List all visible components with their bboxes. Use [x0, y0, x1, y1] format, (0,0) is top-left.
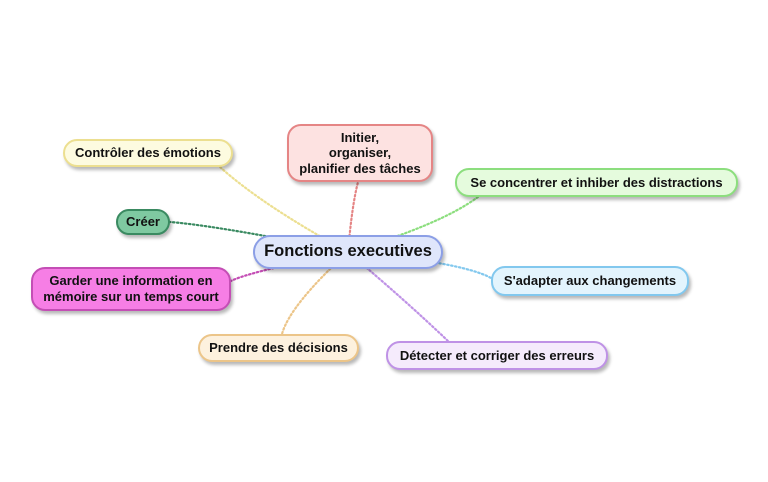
branch-node-adapter-changements[interactable]: S'adapter aux changements	[491, 266, 689, 296]
branch-node-initier-organiser[interactable]: Initier, organiser, planifier des tâches	[287, 124, 433, 182]
branch-node-concentrer-inhiber[interactable]: Se concentrer et inhiber des distraction…	[455, 168, 738, 197]
branch-node-controler-emotions[interactable]: Contrôler des émotions	[63, 139, 233, 167]
branch-node-creer[interactable]: Créer	[116, 209, 170, 235]
central-topic-node[interactable]: Fonctions executives	[253, 235, 443, 269]
branch-node-detecter-erreurs[interactable]: Détecter et corriger des erreurs	[386, 341, 608, 370]
branch-node-garder-memoire[interactable]: Garder une information en mémoire sur un…	[31, 267, 231, 311]
branch-node-prendre-decisions[interactable]: Prendre des décisions	[198, 334, 359, 362]
